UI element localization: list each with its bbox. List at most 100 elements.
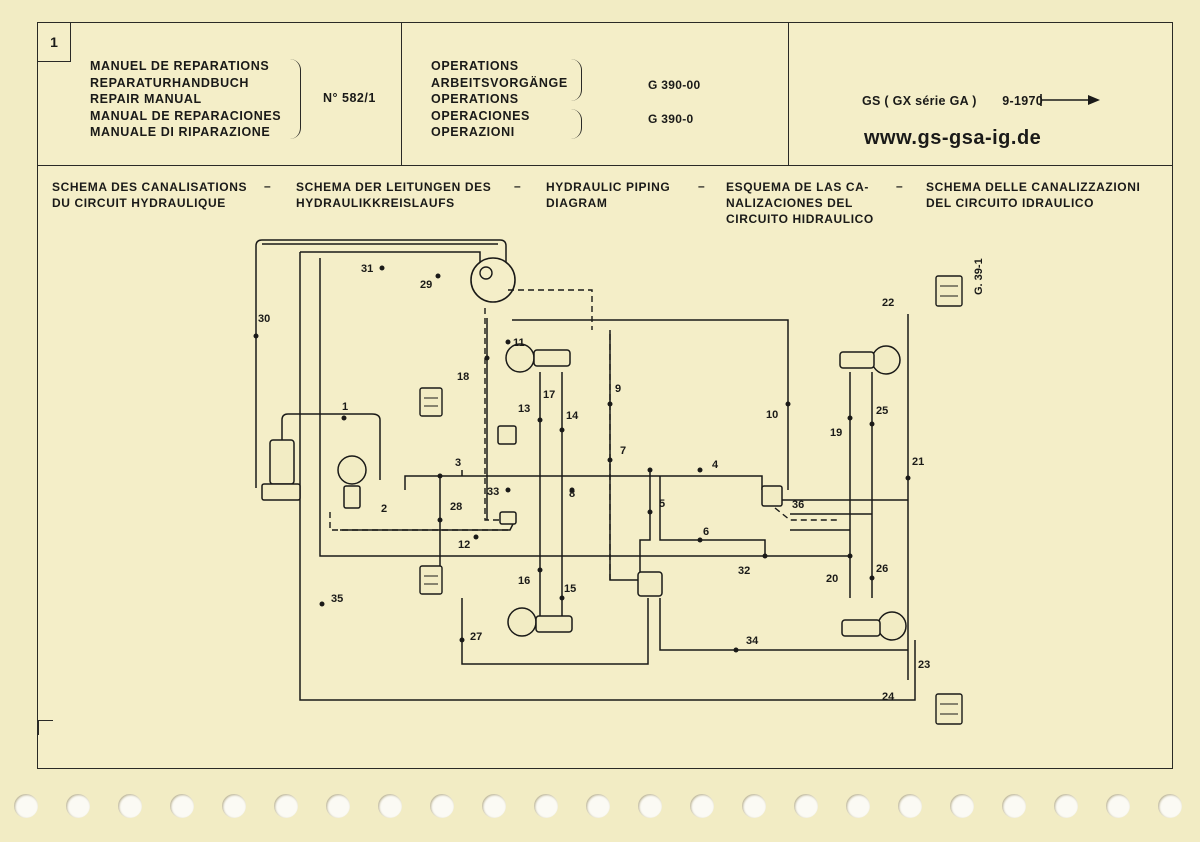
manual-number: N° 582/1 xyxy=(323,91,376,105)
callout-7: 7 xyxy=(620,445,626,457)
callout-34: 34 xyxy=(746,635,759,647)
binder-holes xyxy=(0,790,1200,830)
caption-separator: – xyxy=(264,179,271,193)
operations-title-es: OPERACIONES xyxy=(431,108,530,123)
callout-33: 33 xyxy=(487,486,499,498)
callout-13: 13 xyxy=(518,403,530,415)
callout-24: 24 xyxy=(882,691,895,703)
return-lines-dashed xyxy=(329,289,840,580)
callout-36: 36 xyxy=(792,499,804,511)
caption-fr: SCHEMA DES CANALISATIONS DU CIRCUIT HYDR… xyxy=(52,180,248,210)
manual-title-de: REPARATURHANDBUCH xyxy=(90,75,250,90)
callout-26: 26 xyxy=(876,563,888,575)
callout-14: 14 xyxy=(566,410,579,422)
callout-32: 32 xyxy=(738,565,750,577)
caption-es: ESQUEMA DE LAS CA- NALIZACIONES DEL CIRC… xyxy=(726,180,874,226)
punch-hole-icon xyxy=(742,794,766,818)
repair-sheet: 1 MANUEL DE REPARATIONS REPARATURHANDBUC… xyxy=(37,22,1173,769)
corner-mark xyxy=(38,720,53,735)
vehicle-model: GS ( GX série GA ) 9-1970 xyxy=(862,94,1043,108)
callout-6: 6 xyxy=(703,526,709,538)
callout-20: 20 xyxy=(826,573,838,585)
caption-separator: – xyxy=(514,179,521,193)
manual-title-es: MANUAL DE REPARACIONES xyxy=(90,108,282,123)
sheet-header: 1 MANUEL DE REPARATIONS REPARATURHANDBUC… xyxy=(38,23,1172,166)
reservoir-component xyxy=(470,257,516,303)
callout-29: 29 xyxy=(420,279,432,291)
caption-en: HYDRAULIC PIPING DIAGRAM xyxy=(546,180,671,210)
page-number: 1 xyxy=(38,23,71,62)
callout-28: 28 xyxy=(450,501,462,513)
callout-35: 35 xyxy=(331,593,343,605)
punch-hole-icon xyxy=(846,794,870,818)
punch-hole-icon xyxy=(534,794,558,818)
diagram-captions: SCHEMA DES CANALISATIONS DU CIRCUIT HYDR… xyxy=(38,177,1172,233)
caption-de: SCHEMA DER LEITUNGEN DES HYDRAULIKKREISL… xyxy=(296,180,492,210)
pipe-lines xyxy=(255,239,916,701)
punch-hole-icon xyxy=(274,794,298,818)
operations-titles: OPERATIONS ARBEITSVORGÄNGE OPERATIONS OP… xyxy=(431,58,568,141)
figure-reference: G. 39-1 xyxy=(973,258,985,295)
brace xyxy=(571,109,582,139)
callout-11: 11 xyxy=(513,337,525,349)
model-text: GS ( GX série GA ) xyxy=(862,94,977,108)
header-divider xyxy=(401,23,402,165)
callout-15: 15 xyxy=(564,583,576,595)
date-text: 9-1970 xyxy=(1002,94,1043,108)
punch-hole-icon xyxy=(898,794,922,818)
arrow-right-icon xyxy=(1040,94,1100,106)
callout-19: 19 xyxy=(830,427,842,439)
callout-27: 27 xyxy=(470,631,482,643)
operations-title-en: OPERATIONS xyxy=(431,92,519,106)
punch-hole-icon xyxy=(482,794,506,818)
brace xyxy=(571,59,582,101)
manual-titles: MANUEL DE REPARATIONS REPARATURHANDBUCH … xyxy=(90,58,281,141)
caption-separator: – xyxy=(896,179,903,193)
suspension-sphere-components xyxy=(261,343,907,641)
callout-17: 17 xyxy=(543,389,555,401)
caption-separator: – xyxy=(698,179,705,193)
punch-hole-icon xyxy=(1054,794,1078,818)
punch-hole-icon xyxy=(66,794,90,818)
brace xyxy=(290,59,301,139)
punch-hole-icon xyxy=(638,794,662,818)
callout-labels: 1 2 3 4 5 6 7 8 9 10 11 12 13 14 15 16 1… xyxy=(258,263,930,703)
callout-5: 5 xyxy=(659,498,665,510)
punch-hole-icon xyxy=(1158,794,1182,818)
callout-3: 3 xyxy=(455,457,461,469)
punch-hole-icon xyxy=(1002,794,1026,818)
callout-2: 2 xyxy=(381,503,387,515)
punch-hole-icon xyxy=(794,794,818,818)
operation-code: G 390-00 xyxy=(648,78,701,92)
callout-22: 22 xyxy=(882,297,894,309)
callout-21: 21 xyxy=(912,456,924,468)
junction-dots xyxy=(253,265,911,653)
punch-hole-icon xyxy=(378,794,402,818)
punch-hole-icon xyxy=(14,794,38,818)
callout-23: 23 xyxy=(918,659,930,671)
punch-hole-icon xyxy=(222,794,246,818)
punch-hole-icon xyxy=(586,794,610,818)
callout-10: 10 xyxy=(766,409,778,421)
callout-9: 9 xyxy=(615,383,621,395)
callout-12: 12 xyxy=(458,539,470,551)
punch-hole-icon xyxy=(430,794,454,818)
punch-hole-icon xyxy=(950,794,974,818)
callout-31: 31 xyxy=(361,263,373,275)
punch-hole-icon xyxy=(118,794,142,818)
brake-unit-icons xyxy=(419,275,963,725)
manual-title-en: REPAIR MANUAL xyxy=(90,92,202,106)
callout-25: 25 xyxy=(876,405,888,417)
manual-title-it: MANUALE DI RIPARAZIONE xyxy=(90,125,271,139)
punch-hole-icon xyxy=(1106,794,1130,818)
operations-title-fr: OPERATIONS xyxy=(431,59,519,73)
website-watermark: www.gs-gsa-ig.de xyxy=(864,127,1042,149)
manual-title-fr: MANUEL DE REPARATIONS xyxy=(90,59,270,73)
operation-code: G 390-0 xyxy=(648,112,694,126)
callout-30: 30 xyxy=(258,313,270,325)
callout-4: 4 xyxy=(712,459,719,471)
callout-16: 16 xyxy=(518,575,530,587)
header-divider xyxy=(788,23,789,165)
operations-title-it: OPERAZIONI xyxy=(431,125,515,139)
